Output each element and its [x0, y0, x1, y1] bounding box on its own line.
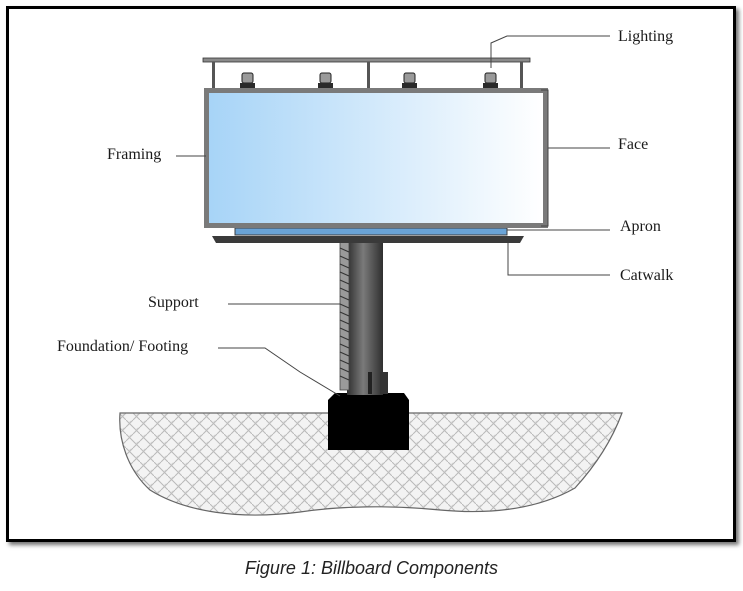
apron [234, 227, 508, 236]
label-support: Support [148, 294, 199, 311]
light-fixture [240, 72, 255, 88]
leader-lighting [490, 35, 610, 68]
leader-catwalk [507, 243, 610, 276]
leader-foundation [218, 347, 341, 397]
label-face: Face [618, 136, 648, 153]
light-fixture [318, 72, 333, 88]
support-pole [339, 239, 388, 395]
leader-face [541, 89, 549, 227]
catwalk [212, 236, 524, 243]
label-framing: Framing [107, 146, 161, 163]
light-fixture [483, 72, 498, 88]
label-lighting: Lighting [618, 28, 673, 45]
label-apron: Apron [620, 218, 661, 235]
label-catwalk: Catwalk [620, 267, 673, 284]
footing [328, 393, 409, 450]
lighting-rail [202, 57, 531, 88]
figure-caption: Figure 1: Billboard Components [244, 558, 499, 578]
face [209, 93, 543, 223]
label-foundation: Foundation/ Footing [57, 338, 188, 355]
light-fixture [402, 72, 417, 88]
ground [119, 412, 623, 516]
